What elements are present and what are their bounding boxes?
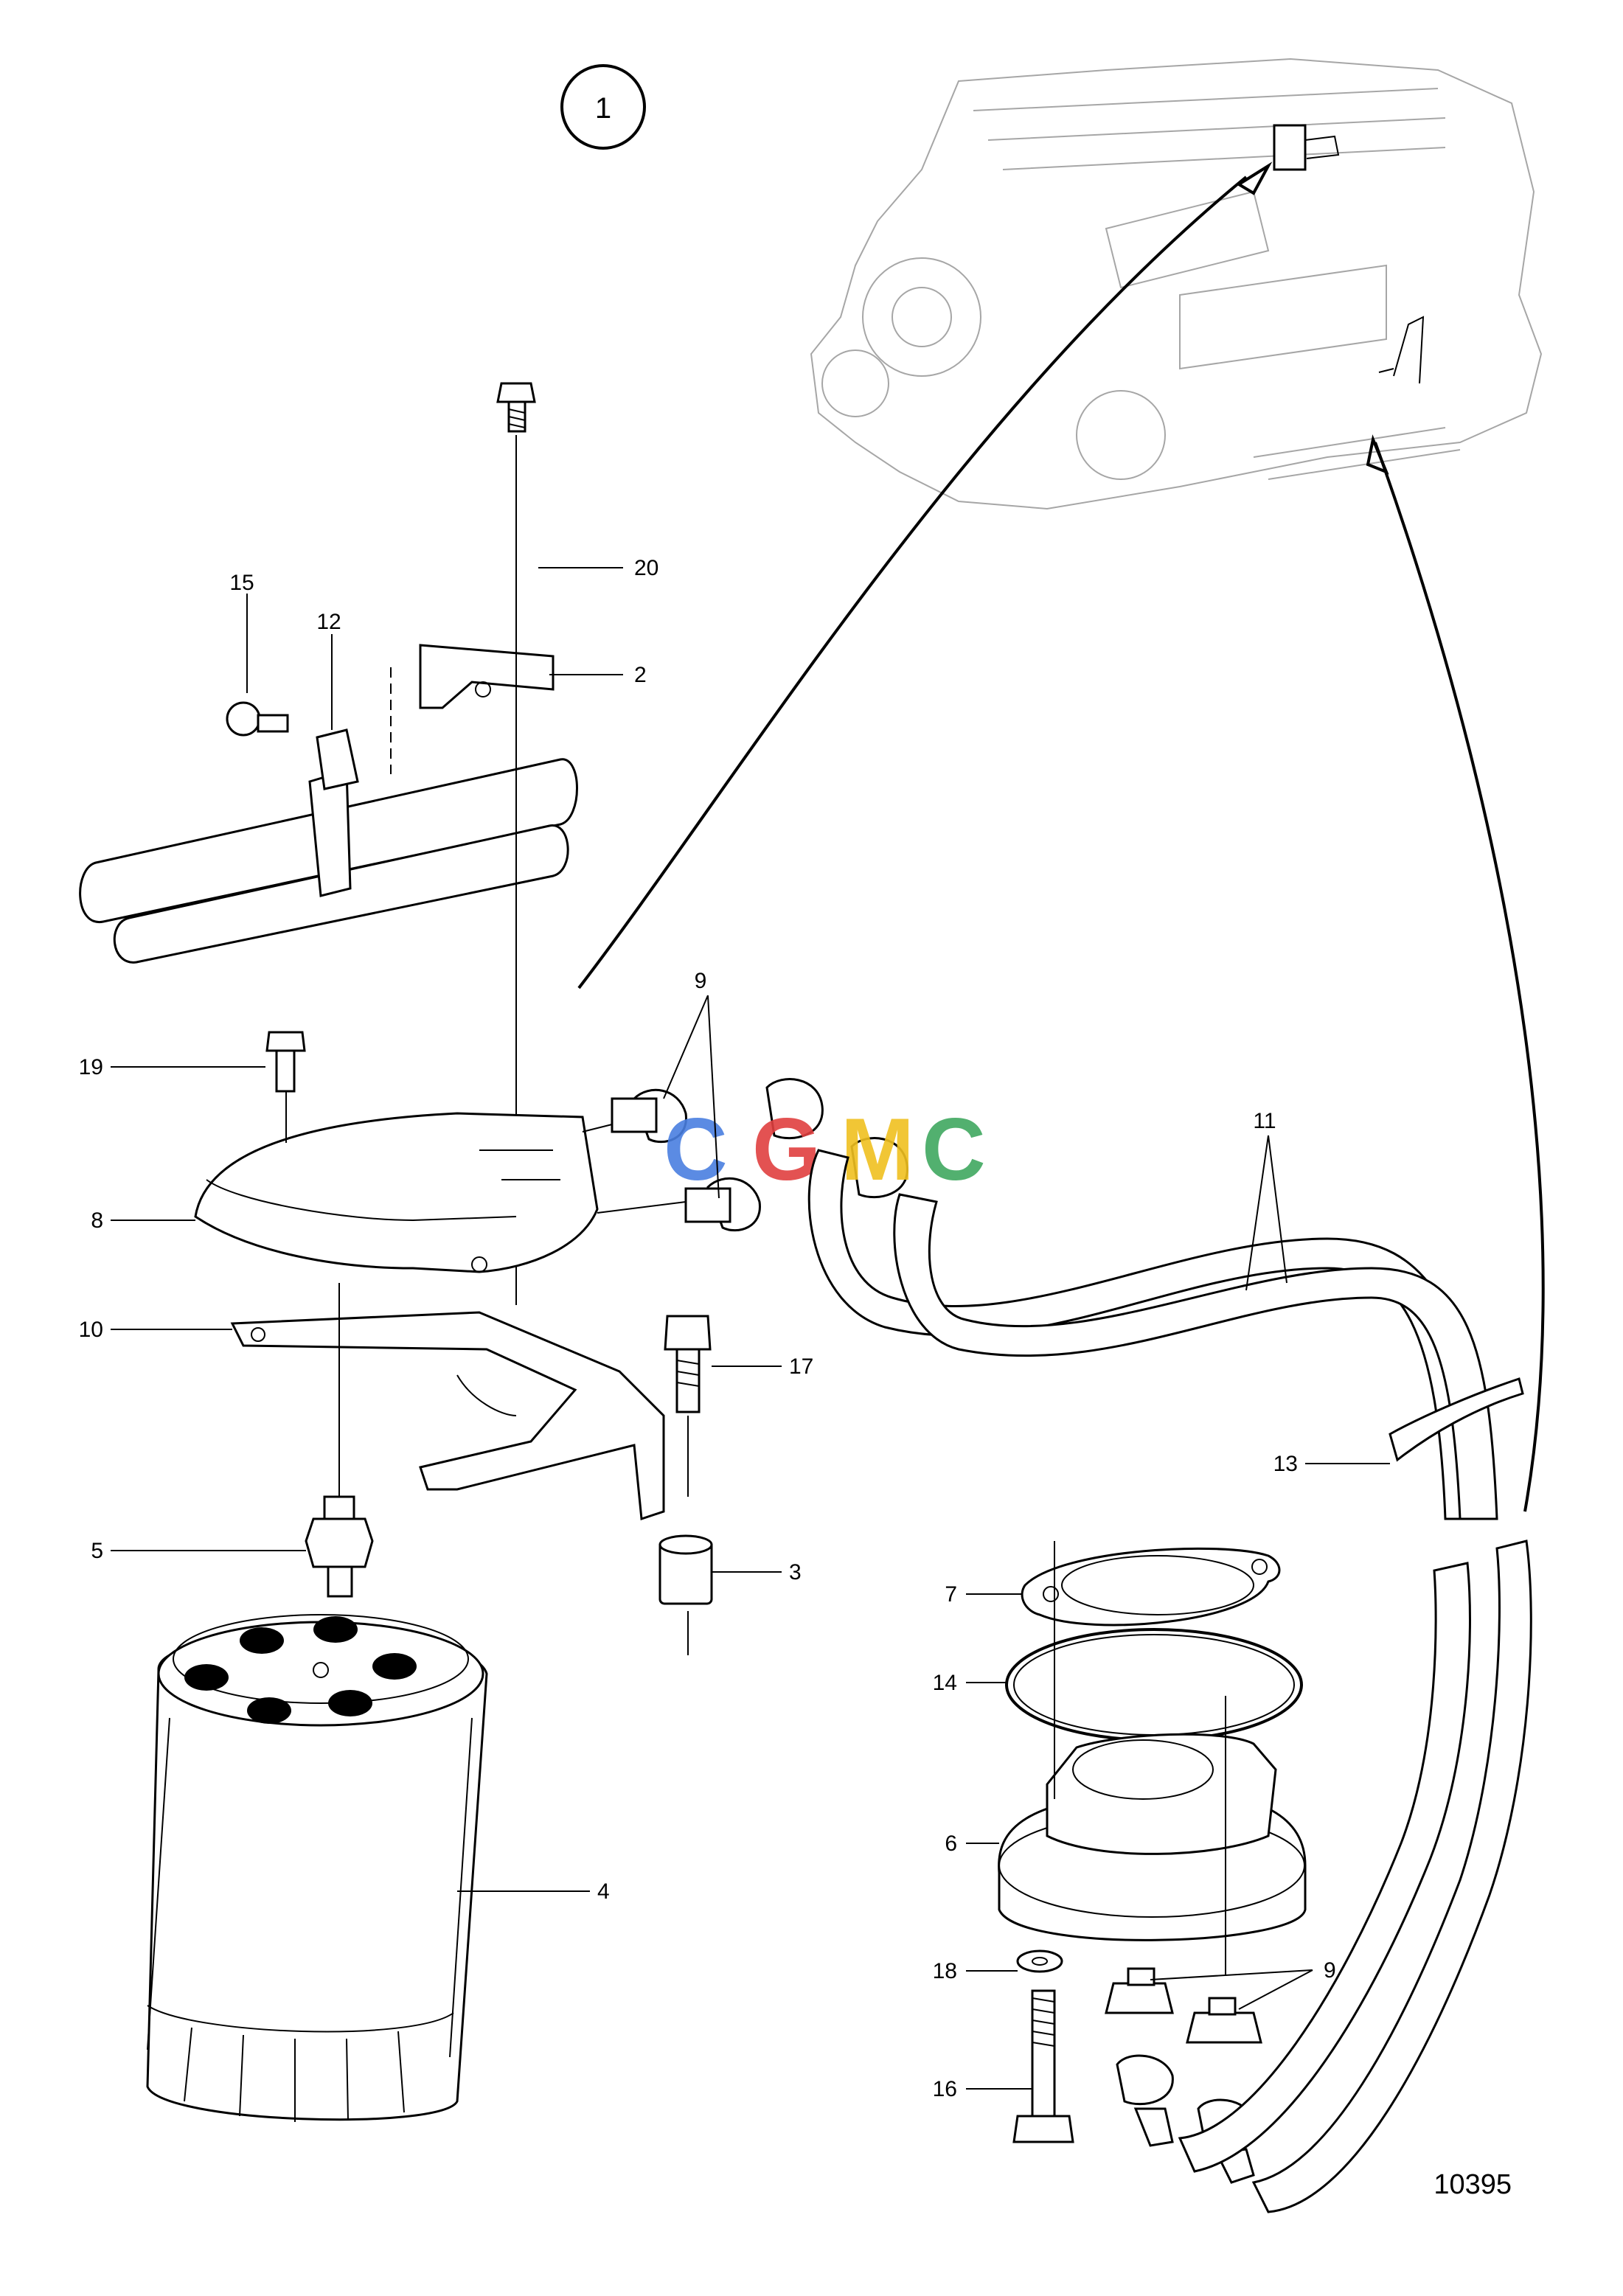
bracket-10 — [230, 1311, 665, 1521]
bolt-17 — [664, 1315, 712, 1497]
fittings-9-upper — [582, 1078, 908, 1232]
engine-illustration — [810, 58, 1543, 510]
callout-4: 4 — [597, 1879, 610, 1904]
callout-11: 11 — [1253, 1109, 1276, 1133]
figure-number: 1 — [595, 92, 611, 125]
bolt-19 — [265, 1031, 306, 1143]
callout-18: 18 — [933, 1959, 957, 1983]
callout-9-upper: 9 — [695, 969, 707, 993]
washer-18 — [1016, 1949, 1063, 1973]
figure-number-badge: 1 — [560, 64, 646, 150]
callout-7: 7 — [945, 1582, 957, 1607]
bolt-20 — [496, 382, 536, 433]
oil-hoses-lower — [1178, 1540, 1532, 2213]
callout-16: 16 — [933, 2077, 957, 2101]
callout-20: 20 — [634, 556, 658, 580]
bracket-2 — [390, 644, 555, 774]
oil-pressure-sender — [1273, 124, 1340, 171]
screw-15 — [226, 701, 289, 737]
gasket-7 — [1021, 1547, 1281, 1627]
callout-17: 17 — [789, 1354, 813, 1379]
nipple-5 — [305, 1283, 374, 1598]
callout-10: 10 — [79, 1318, 103, 1342]
o-ring-14 — [1005, 1628, 1303, 1742]
callout-9-lower: 9 — [1324, 1958, 1336, 1983]
callout-13: 13 — [1273, 1452, 1298, 1476]
callout-3: 3 — [789, 1560, 802, 1584]
callout-6: 6 — [945, 1831, 957, 1856]
oil-filter-4 — [146, 1614, 488, 2122]
spacer-3 — [658, 1534, 713, 1655]
callout-12: 12 — [316, 610, 341, 634]
leader-lines — [111, 567, 1390, 2090]
callout-2: 2 — [634, 663, 647, 687]
callout-15: 15 — [229, 571, 254, 595]
filter-head-8 — [194, 1031, 599, 1273]
callout-5: 5 — [91, 1539, 103, 1563]
hose-clamp-assembly — [79, 382, 578, 1305]
callout-14: 14 — [933, 1671, 957, 1695]
watermark-letter-3: M — [841, 1100, 914, 1199]
callout-8: 8 — [91, 1208, 103, 1233]
routing-arrows — [577, 161, 1545, 1512]
watermark-letter-4: C — [922, 1100, 986, 1199]
oil-hoses-11 — [807, 1149, 1524, 1520]
callout-labels: 15 12 20 2 19 8 10 5 17 3 4 9 11 13 7 14… — [79, 556, 1336, 2101]
callout-19: 19 — [79, 1055, 103, 1079]
adapter-6 — [998, 1541, 1307, 1976]
bolt-16 — [1012, 1989, 1074, 2143]
reference-number: 10395 — [1433, 2169, 1512, 2200]
